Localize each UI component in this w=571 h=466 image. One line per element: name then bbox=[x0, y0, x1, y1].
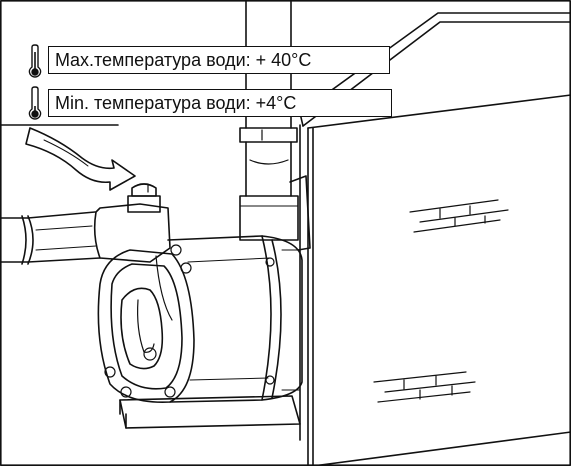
wall-cabinet bbox=[299, 94, 571, 466]
inlet-pipe bbox=[0, 211, 101, 265]
pump-platform bbox=[119, 395, 301, 429]
curved-arrow-icon bbox=[25, 127, 136, 191]
brick-pattern-upper bbox=[409, 199, 509, 233]
max-temperature-label: Max.температура води: + 40°C bbox=[48, 46, 390, 74]
brick-pattern-lower bbox=[373, 371, 476, 403]
min-temperature-label: Min. температура води: +4°C bbox=[48, 89, 392, 117]
thermometer-icon bbox=[28, 86, 42, 120]
pump-housing bbox=[93, 203, 195, 403]
thermometer-icon bbox=[28, 44, 42, 78]
filler-plug bbox=[127, 183, 161, 213]
max-temperature-text: Max.температура води: + 40°C bbox=[55, 50, 312, 70]
pump-outlet bbox=[239, 175, 311, 251]
min-temperature-text: Min. температура води: +4°C bbox=[55, 93, 297, 113]
housing-bolts bbox=[104, 244, 275, 398]
pump-motor bbox=[167, 235, 303, 403]
